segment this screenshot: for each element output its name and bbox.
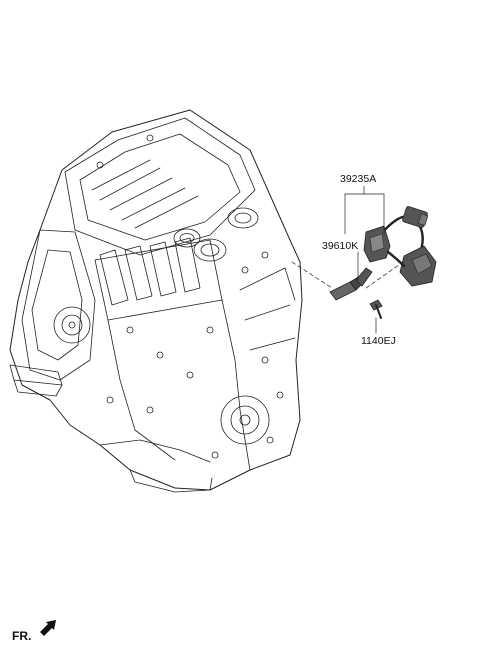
leader-lines [291, 185, 407, 334]
front-direction-arrow-icon [40, 620, 56, 636]
wiring-harness-part [363, 206, 437, 287]
callout-harness-number: 39235A [340, 173, 376, 185]
front-direction-label: FR. [12, 629, 31, 643]
callout-sensor-number: 39610K [322, 240, 358, 252]
sensor-part [329, 267, 373, 301]
front-direction-indicator: FR. [12, 620, 56, 643]
bolt-part [369, 299, 383, 319]
engine-assembly [9, 109, 303, 493]
callout-bolt-number: 1140EJ [361, 335, 396, 347]
